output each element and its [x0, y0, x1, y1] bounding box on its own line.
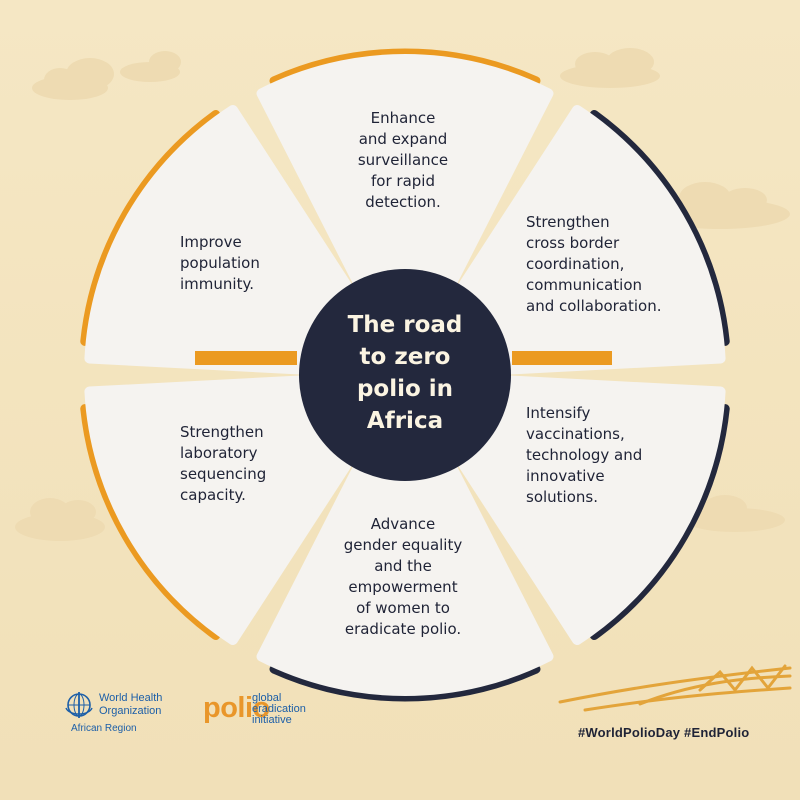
gpei-polio-wordmark: polio: [203, 692, 270, 724]
segment-rim-immunity: [80, 109, 221, 346]
hashtags: #WorldPolioDay #EndPolio: [578, 725, 750, 740]
who-name: World Health Organization: [99, 692, 163, 717]
connector-right: [512, 351, 612, 365]
road-scribble: [558, 664, 792, 712]
segment-label-cross-border: Strengthen cross border coordination, co…: [526, 213, 662, 315]
segment-label-surveillance: Enhance and expand surveillance for rapi…: [357, 109, 449, 211]
wheel: [80, 48, 730, 702]
segment-rim-laboratory: [80, 404, 221, 641]
segment-rim-vaccinations: [589, 404, 730, 641]
segment-label-vaccinations: Intensify vaccinations, technology and i…: [526, 404, 643, 506]
center-title: The road to zero polio in Africa: [347, 312, 463, 434]
cloud-shape: [560, 48, 660, 88]
segment-label-gender-equality: Advance gender equality and the empowerm…: [343, 515, 463, 638]
cloud-shape: [685, 495, 785, 532]
background-clouds: [15, 48, 790, 541]
cloud-shape: [15, 498, 105, 541]
segment-label-laboratory: Strengthen laboratory sequencing capacit…: [180, 423, 267, 504]
connector-left: [195, 351, 297, 365]
segment-rim-gender-equality: [269, 664, 541, 702]
center-hub: [299, 269, 511, 481]
segment-label-immunity: Improve population immunity.: [180, 233, 260, 293]
segment-rim-cross-border: [589, 109, 730, 346]
segment-rim-surveillance: [269, 48, 541, 86]
cloud-shape: [32, 58, 114, 100]
cloud-shape: [120, 51, 181, 82]
who-region: African Region: [71, 723, 137, 734]
gpei-subtitle: global eradication initiative: [252, 692, 306, 726]
who-emblem-icon: [65, 692, 93, 718]
